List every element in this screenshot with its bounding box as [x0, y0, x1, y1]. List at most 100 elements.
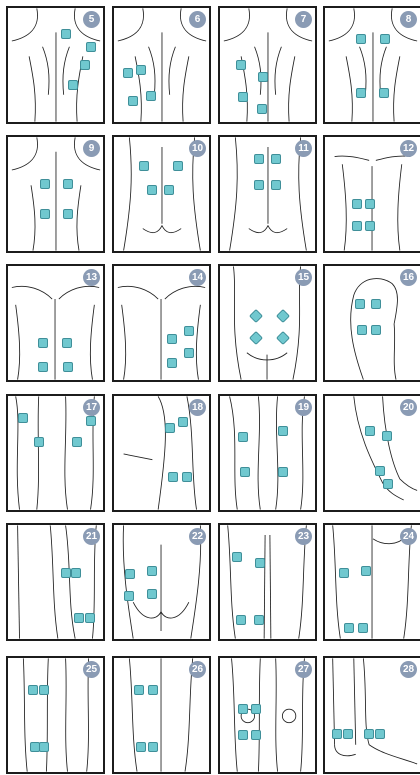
electrode-pad — [254, 180, 264, 190]
electrode-pad — [380, 34, 390, 44]
electrode-pad — [184, 348, 194, 358]
placement-number-badge: 18 — [189, 399, 206, 416]
placement-tile-6: 6 — [112, 6, 211, 124]
electrode-pad — [86, 42, 96, 52]
placement-tile-17: 17 — [6, 394, 105, 512]
electrode-pad — [238, 92, 248, 102]
electrode-pad — [371, 325, 381, 335]
electrode-pad — [352, 199, 362, 209]
placement-number-badge: 14 — [189, 269, 206, 286]
placement-number-badge: 20 — [400, 399, 417, 416]
electrode-pad — [364, 729, 374, 739]
electrode-pad — [365, 221, 375, 231]
electrode-pad — [74, 613, 84, 623]
electrode-pad — [361, 566, 371, 576]
electrode-pad — [62, 338, 72, 348]
electrode-pad — [332, 729, 342, 739]
placement-tile-22: 22 — [112, 523, 211, 641]
placement-tile-13: 13 — [6, 264, 105, 382]
placement-tile-5: 5 — [6, 6, 105, 124]
placement-number-badge: 11 — [295, 140, 312, 157]
electrode-pad — [80, 60, 90, 70]
electrode-pad — [278, 426, 288, 436]
placement-tile-27: 27 — [218, 656, 317, 774]
placement-number-badge: 22 — [189, 528, 206, 545]
placement-number-badge: 15 — [295, 269, 312, 286]
placement-tile-14: 14 — [112, 264, 211, 382]
electrode-pad — [339, 568, 349, 578]
electrode-pad — [34, 437, 44, 447]
electrode-pad — [240, 467, 250, 477]
electrode-pad — [178, 417, 188, 427]
electrode-pad — [375, 466, 385, 476]
electrode-pad — [356, 88, 366, 98]
electrode-pad — [358, 623, 368, 633]
electrode-pad — [148, 742, 158, 752]
electrode-pad — [344, 623, 354, 633]
placement-tile-19: 19 — [218, 394, 317, 512]
electrode-pad — [255, 558, 265, 568]
electrode-pad — [236, 60, 246, 70]
electrode-pad — [184, 326, 194, 336]
placement-number-badge: 16 — [400, 269, 417, 286]
electrode-pad — [147, 185, 157, 195]
electrode-pad — [375, 729, 385, 739]
electrode-pad — [357, 325, 367, 335]
electrode-pad — [382, 431, 392, 441]
electrode-pad — [352, 221, 362, 231]
electrode-pad — [39, 742, 49, 752]
placement-number-badge: 26 — [189, 661, 206, 678]
electrode-pad — [271, 154, 281, 164]
placement-number-badge: 28 — [400, 661, 417, 678]
electrode-pad — [173, 161, 183, 171]
electrode-pad — [238, 704, 248, 714]
electrode-pad — [257, 104, 267, 114]
electrode-pad — [63, 362, 73, 372]
electrode-pad — [86, 416, 96, 426]
electrode-pad — [38, 362, 48, 372]
electrode-pad — [128, 96, 138, 106]
electrode-pad — [39, 685, 49, 695]
electrode-pad — [167, 358, 177, 368]
electrode-pad — [343, 729, 353, 739]
electrode-pad — [61, 29, 71, 39]
placement-tile-21: 21 — [6, 523, 105, 641]
placement-number-badge: 9 — [83, 140, 100, 157]
placement-number-badge: 19 — [295, 399, 312, 416]
electrode-pad — [371, 299, 381, 309]
electrode-pad — [147, 589, 157, 599]
electrode-pad — [254, 154, 264, 164]
electrode-pad — [356, 34, 366, 44]
electrode-pad — [278, 467, 288, 477]
electrode-pad — [136, 65, 146, 75]
electrode-pad — [258, 72, 268, 82]
electrode-pad — [68, 80, 78, 90]
electrode-pad — [148, 685, 158, 695]
electrode-pad — [355, 299, 365, 309]
placement-tile-10: 10 — [112, 135, 211, 253]
placement-tile-26: 26 — [112, 656, 211, 774]
electrode-pad — [165, 423, 175, 433]
electrode-pad — [123, 68, 133, 78]
electrode-pad — [124, 591, 134, 601]
electrode-pad — [18, 413, 28, 423]
electrode-pad — [139, 161, 149, 171]
electrode-pad — [71, 568, 81, 578]
electrode-pad — [182, 472, 192, 482]
electrode-pad — [38, 338, 48, 348]
electrode-pad — [251, 730, 261, 740]
electrode-pad — [134, 685, 144, 695]
placement-number-badge: 8 — [400, 11, 417, 28]
placement-tile-9: 9 — [6, 135, 105, 253]
placement-number-badge: 10 — [189, 140, 206, 157]
placement-tile-23: 23 — [218, 523, 317, 641]
placement-tile-18: 18 — [112, 394, 211, 512]
electrode-pad — [28, 685, 38, 695]
placement-number-badge: 13 — [83, 269, 100, 286]
electrode-pad — [136, 742, 146, 752]
placement-tile-15: 15 — [218, 264, 317, 382]
electrode-pad — [168, 472, 178, 482]
electrode-pad — [383, 479, 393, 489]
placement-number-badge: 7 — [295, 11, 312, 28]
